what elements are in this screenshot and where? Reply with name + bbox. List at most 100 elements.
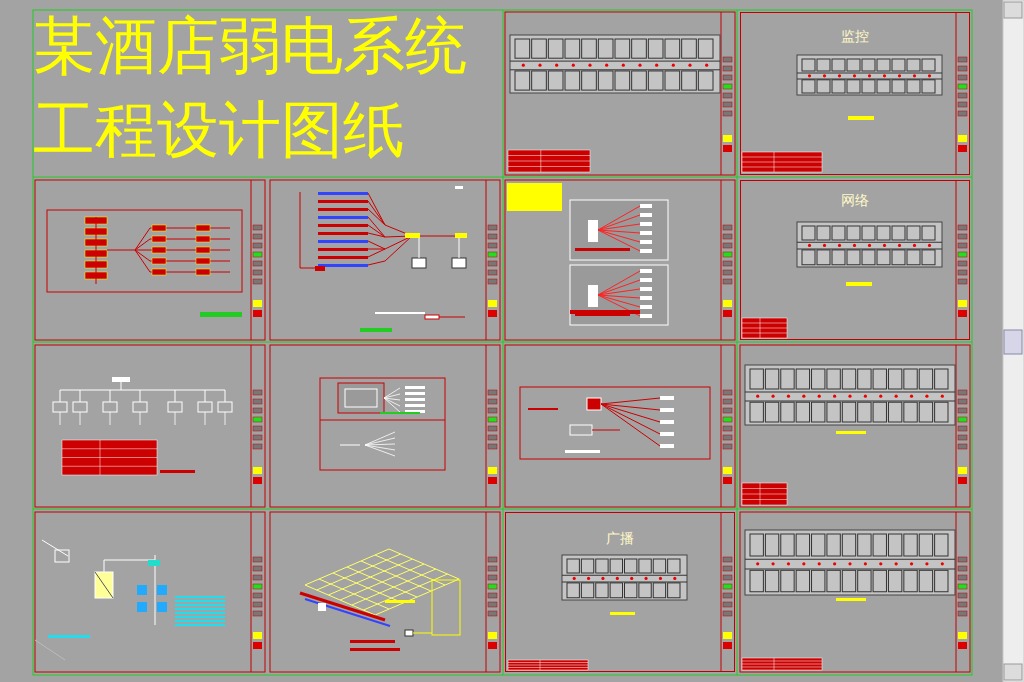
room [922, 250, 935, 265]
device-dot [833, 395, 836, 398]
plan-outline [745, 365, 955, 425]
switch-box [53, 402, 67, 412]
strip-block [958, 84, 967, 89]
plan-corridor [562, 575, 687, 576]
room [827, 570, 840, 591]
room [802, 59, 815, 71]
room [888, 570, 901, 591]
core-switch [112, 377, 130, 382]
cable-run [318, 200, 368, 203]
strip-block [958, 261, 967, 266]
sheet-label: 监控 [839, 28, 871, 44]
room [598, 71, 613, 90]
floor-grid [300, 549, 460, 651]
rack-inner [345, 389, 377, 407]
room [817, 250, 830, 265]
wire [601, 398, 660, 404]
cable-run [318, 192, 368, 195]
title-strip [721, 12, 722, 175]
strip-block [488, 300, 497, 307]
title-block-line [508, 665, 588, 666]
wire [135, 250, 150, 261]
strip-block [723, 234, 732, 239]
strip-block [253, 279, 262, 284]
strip-block [488, 310, 497, 317]
yellow-bar [848, 116, 874, 120]
equipment-box [196, 236, 210, 242]
strip-block [958, 426, 967, 431]
drawing-sheet: 监控 [740, 12, 970, 175]
room [922, 80, 935, 93]
title-block-frame [508, 150, 590, 172]
strip-block [488, 593, 497, 598]
wire [104, 560, 155, 561]
strip-block [723, 225, 732, 230]
diagram-frame [320, 378, 445, 470]
note-line [575, 248, 630, 251]
system-diagram [47, 210, 242, 317]
title-block-frame [508, 660, 588, 670]
strip-block [958, 417, 967, 422]
plan-outline [510, 35, 720, 93]
wire [80, 412, 81, 425]
strip-block [958, 243, 967, 248]
room [610, 583, 622, 598]
wiring-diagram [507, 183, 668, 325]
strip-block [958, 102, 967, 107]
strip-block [958, 135, 967, 142]
device-dot [818, 395, 821, 398]
cable-run [318, 240, 368, 243]
strip-block [723, 390, 732, 395]
outlet [318, 603, 326, 611]
room [847, 59, 860, 71]
title-block-line [774, 152, 775, 172]
room [648, 71, 663, 90]
strip-block [723, 611, 732, 616]
title-block-line [62, 457, 157, 458]
room [842, 534, 855, 556]
device-dot [848, 395, 851, 398]
device-dot [705, 64, 708, 67]
scrollbar [1003, 0, 1024, 682]
device-dot [928, 74, 931, 77]
green-note [200, 312, 242, 317]
room [665, 39, 680, 58]
room [858, 402, 871, 422]
room [548, 39, 563, 58]
room [532, 71, 547, 90]
device-dot [756, 395, 759, 398]
device-dot [898, 74, 901, 77]
outlet [640, 213, 652, 217]
speaker [660, 408, 674, 412]
device-dot [833, 562, 836, 565]
device-dot [925, 395, 928, 398]
note-line [570, 310, 640, 314]
strip-block [723, 426, 732, 431]
room [858, 534, 871, 556]
strip-block [723, 417, 732, 422]
plan-corridor [745, 401, 955, 402]
device-dot [802, 395, 805, 398]
room [827, 402, 840, 422]
title-block-line [100, 440, 101, 475]
access-diagram [35, 540, 225, 660]
title-block-line [62, 448, 157, 449]
sheet-border [505, 12, 735, 175]
title-block-line [742, 162, 822, 163]
room [842, 570, 855, 591]
switch-box [133, 402, 147, 412]
room [750, 534, 763, 556]
strip-block [253, 444, 262, 449]
room [632, 39, 647, 58]
wire [135, 250, 150, 251]
room [817, 226, 830, 240]
room [862, 226, 875, 240]
wire [305, 599, 390, 626]
speaker [660, 444, 674, 448]
room [919, 402, 932, 422]
device-dot [910, 395, 913, 398]
device-dot [644, 577, 647, 580]
title-strip [721, 345, 722, 507]
device-dot [538, 64, 541, 67]
strip-block [488, 642, 497, 649]
